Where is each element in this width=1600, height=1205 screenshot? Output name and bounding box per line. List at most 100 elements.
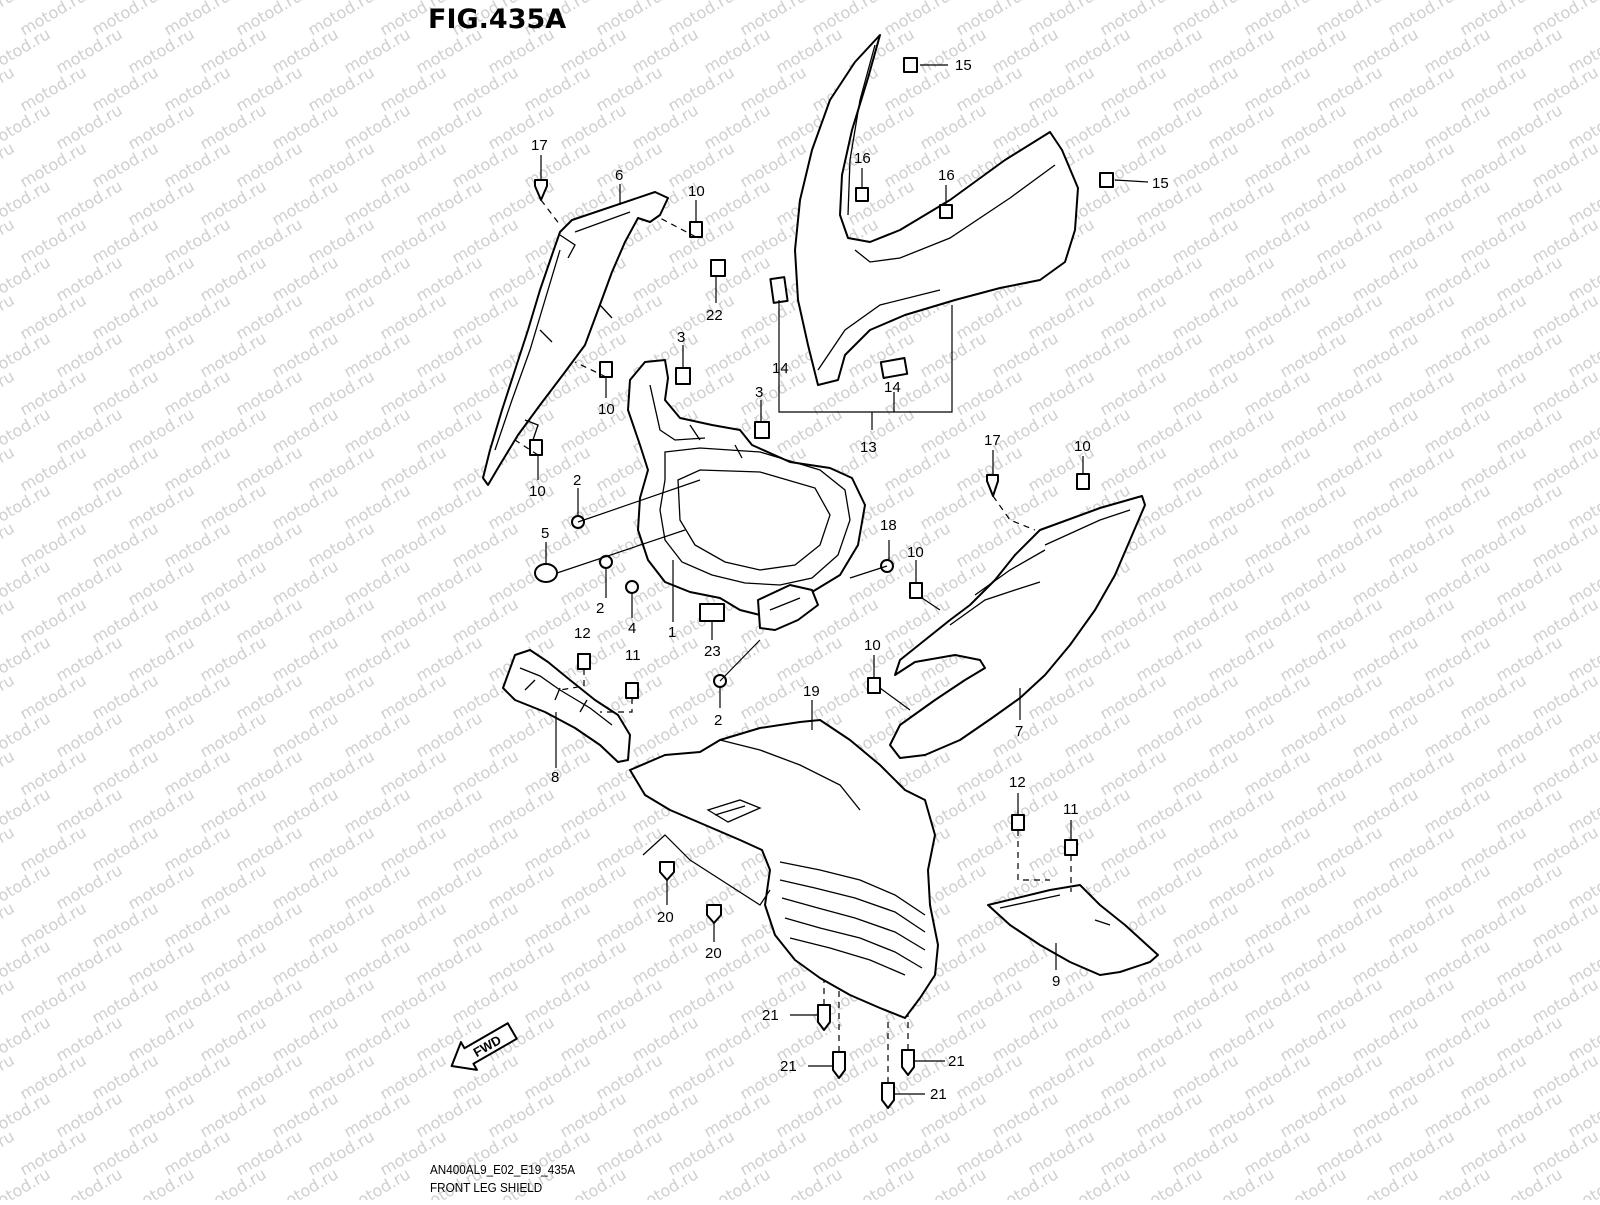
watermark-text: motod.ru bbox=[1061, 404, 1134, 457]
watermark-text: motod.ru bbox=[413, 404, 486, 457]
watermark-text: motod.ru bbox=[1241, 214, 1314, 267]
watermark-text: motod.ru bbox=[1529, 974, 1600, 1027]
watermark-text: motod.ru bbox=[1349, 328, 1422, 381]
watermark-text: motod.ru bbox=[701, 176, 774, 229]
callout-22: 22 bbox=[706, 307, 723, 324]
watermark-text: motod.ru bbox=[17, 1126, 90, 1179]
watermark-text: motod.ru bbox=[233, 366, 306, 419]
watermark-text: motod.ru bbox=[1097, 822, 1170, 875]
watermark-text: motod.ru bbox=[1529, 366, 1600, 419]
watermark-text: motod.ru bbox=[773, 1164, 846, 1200]
watermark-text: motod.ru bbox=[413, 708, 486, 761]
watermark-text: motod.ru bbox=[89, 746, 162, 799]
watermark-text: motod.ru bbox=[1529, 1126, 1600, 1179]
watermark-text: motod.ru bbox=[593, 822, 666, 875]
callout-11: 11 bbox=[1063, 801, 1079, 818]
watermark-text: motod.ru bbox=[341, 404, 414, 457]
watermark-text: motod.ru bbox=[89, 138, 162, 191]
watermark-text: motod.ru bbox=[161, 138, 234, 191]
watermark-text: motod.ru bbox=[1349, 252, 1422, 305]
watermark-text: motod.ru bbox=[1313, 822, 1386, 875]
watermark-text: motod.ru bbox=[1169, 214, 1242, 267]
watermark-text: motod.ru bbox=[341, 24, 414, 77]
watermark-text: motod.ru bbox=[1457, 822, 1530, 875]
watermark-text: motod.ru bbox=[161, 214, 234, 267]
watermark-text: motod.ru bbox=[1457, 898, 1530, 951]
watermark-text: motod.ru bbox=[161, 746, 234, 799]
watermark-text: motod.ru bbox=[233, 62, 306, 115]
watermark-text: motod.ru bbox=[593, 898, 666, 951]
watermark-text: motod.ru bbox=[197, 100, 270, 153]
watermark-text: motod.ru bbox=[1133, 708, 1206, 761]
watermark-text: motod.ru bbox=[1493, 404, 1566, 457]
watermark-text: motod.ru bbox=[341, 784, 414, 837]
watermark-text: motod.ru bbox=[1313, 670, 1386, 723]
watermark-text: motod.ru bbox=[1529, 62, 1600, 115]
callout-3: 3 bbox=[755, 384, 763, 401]
callout-3: 3 bbox=[677, 329, 685, 346]
watermark-text: motod.ru bbox=[1025, 746, 1098, 799]
watermark-text: motod.ru bbox=[197, 252, 270, 305]
watermark-text: motod.ru bbox=[269, 100, 342, 153]
watermark-text: motod.ru bbox=[1313, 974, 1386, 1027]
watermark-text: motod.ru bbox=[1313, 898, 1386, 951]
watermark-text: motod.ru bbox=[1385, 670, 1458, 723]
watermark-text: motod.ru bbox=[917, 24, 990, 77]
callout-10: 10 bbox=[529, 483, 546, 500]
watermark-text: motod.ru bbox=[1349, 632, 1422, 685]
watermark-text: motod.ru bbox=[1097, 746, 1170, 799]
watermark-text: motod.ru bbox=[1025, 290, 1098, 343]
watermark-text: motod.ru bbox=[1457, 746, 1530, 799]
watermark-text: motod.ru bbox=[1421, 24, 1494, 77]
watermark-text: motod.ru bbox=[377, 366, 450, 419]
watermark-text: motod.ru bbox=[125, 784, 198, 837]
watermark-text: motod.ru bbox=[53, 860, 126, 913]
watermark-text: motod.ru bbox=[17, 670, 90, 723]
watermark-text: motod.ru bbox=[17, 442, 90, 495]
watermark-text: motod.ru bbox=[1529, 594, 1600, 647]
watermark-text: motod.ru bbox=[1169, 62, 1242, 115]
watermark-text: motod.ru bbox=[1529, 442, 1600, 495]
watermark-text: motod.ru bbox=[1529, 670, 1600, 723]
watermark-text: motod.ru bbox=[1313, 290, 1386, 343]
watermark-text: motod.ru bbox=[53, 176, 126, 229]
watermark-text: motod.ru bbox=[305, 898, 378, 951]
watermark-text: motod.ru bbox=[1349, 176, 1422, 229]
watermark-text: motod.ru bbox=[449, 822, 522, 875]
watermark-text: motod.ru bbox=[1205, 556, 1278, 609]
watermark-text: motod.ru bbox=[1313, 366, 1386, 419]
watermark-text: motod.ru bbox=[17, 214, 90, 267]
watermark-text: motod.ru bbox=[305, 974, 378, 1027]
watermark-text: motod.ru bbox=[1457, 670, 1530, 723]
watermark-text: motod.ru bbox=[125, 632, 198, 685]
watermark-text: motod.ru bbox=[917, 1088, 990, 1141]
watermark-text: motod.ru bbox=[1061, 24, 1134, 77]
watermark-text: motod.ru bbox=[0, 746, 18, 799]
watermark-text: motod.ru bbox=[197, 784, 270, 837]
watermark-text: motod.ru bbox=[0, 214, 18, 267]
clip-16a bbox=[856, 188, 868, 201]
watermark-text: motod.ru bbox=[1421, 936, 1494, 989]
watermark-text: motod.ru bbox=[161, 1126, 234, 1179]
watermark-text: motod.ru bbox=[0, 0, 18, 39]
callout-21: 21 bbox=[948, 1053, 965, 1070]
watermark-text: motod.ru bbox=[1385, 974, 1458, 1027]
callout-17: 17 bbox=[984, 432, 1001, 449]
callout-20: 20 bbox=[657, 909, 674, 926]
watermark-text: motod.ru bbox=[0, 290, 18, 343]
watermark-text: motod.ru bbox=[1385, 366, 1458, 419]
watermark-text: motod.ru bbox=[197, 556, 270, 609]
watermark-text: motod.ru bbox=[17, 518, 90, 571]
watermark-text: motod.ru bbox=[269, 936, 342, 989]
watermark-text: motod.ru bbox=[53, 24, 126, 77]
watermark-text: motod.ru bbox=[305, 138, 378, 191]
watermark-text: motod.ru bbox=[845, 1164, 918, 1200]
callout-13: 13 bbox=[860, 439, 877, 456]
watermark-text: motod.ru bbox=[377, 822, 450, 875]
watermark-text: motod.ru bbox=[1529, 898, 1600, 951]
watermark-text: motod.ru bbox=[665, 670, 738, 723]
watermark-text: motod.ru bbox=[125, 1012, 198, 1065]
watermark-text: motod.ru bbox=[1313, 518, 1386, 571]
watermark-text: motod.ru bbox=[1493, 328, 1566, 381]
watermark-text: motod.ru bbox=[1205, 252, 1278, 305]
